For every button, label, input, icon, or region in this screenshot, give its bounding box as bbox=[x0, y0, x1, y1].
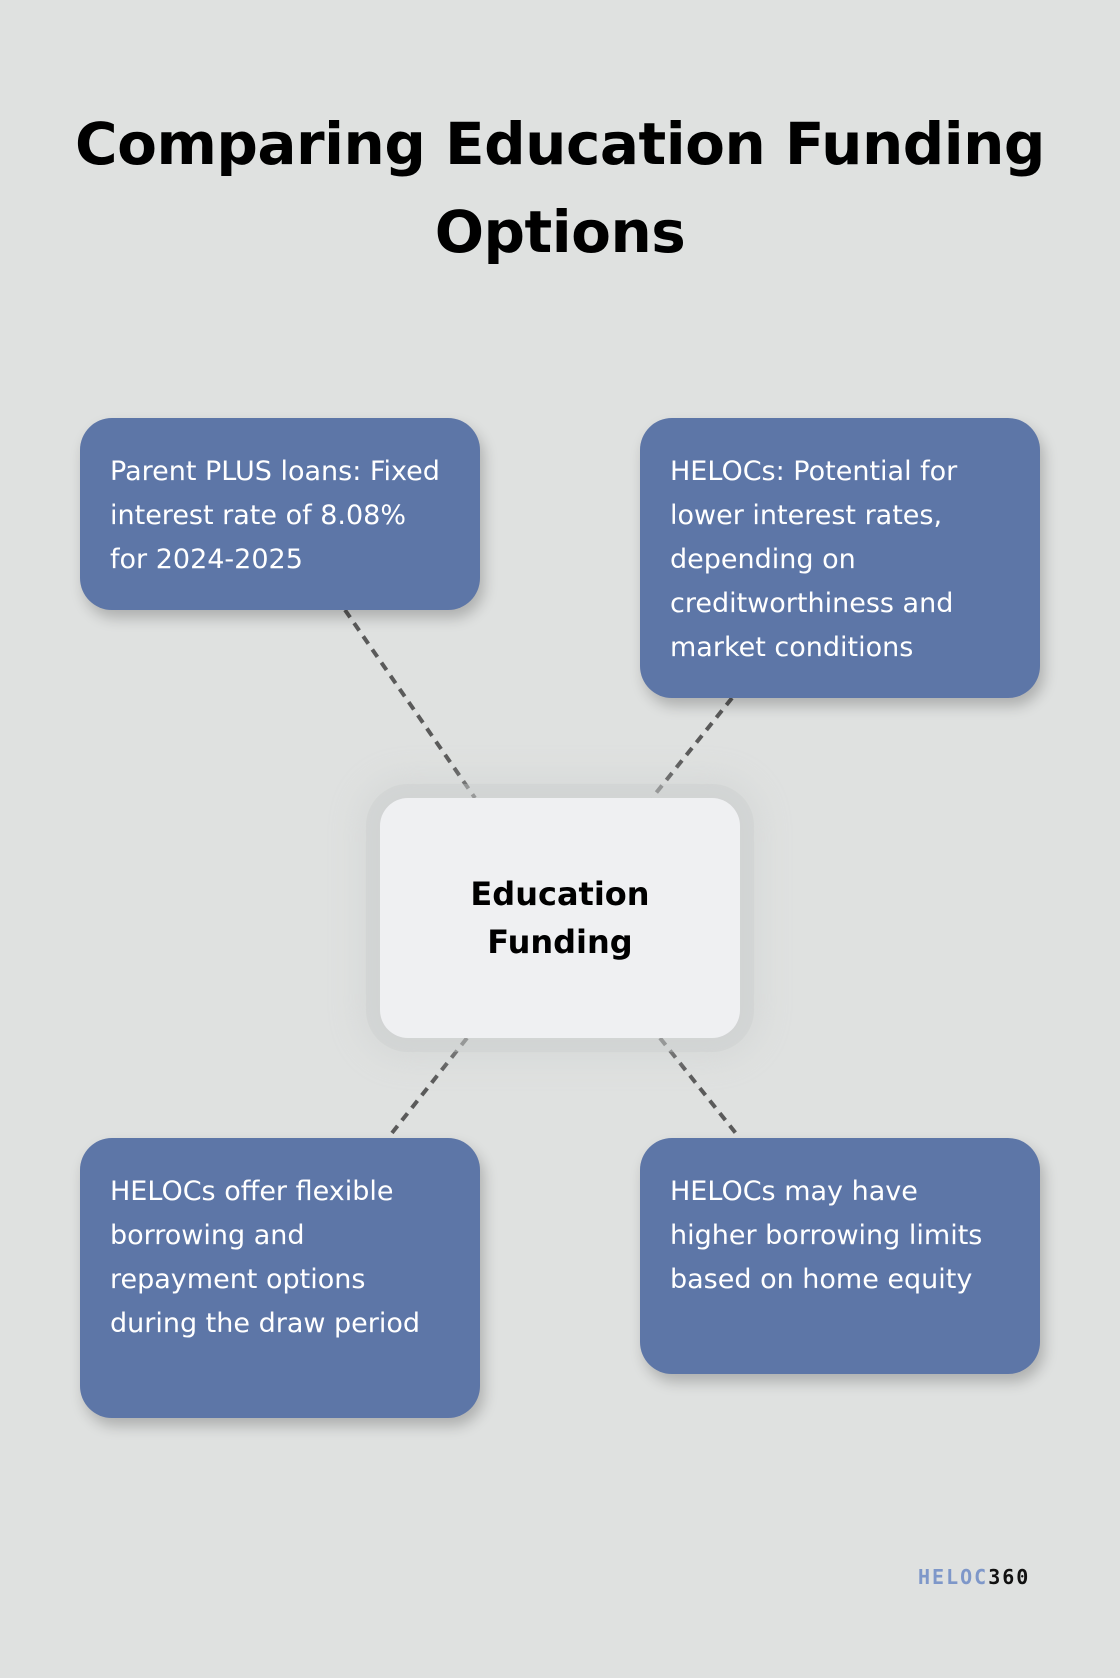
center-node-label: Education Funding bbox=[470, 875, 650, 961]
node-text: HELOCs may have higher borrowing limits … bbox=[670, 1176, 983, 1295]
node-text: HELOCs: Potential for lower interest rat… bbox=[670, 456, 958, 663]
logo-text-360: 360 bbox=[988, 1565, 1031, 1589]
node-heloc-higher-limits: HELOCs may have higher borrowing limits … bbox=[640, 1138, 1040, 1374]
node-heloc-lower-rates: HELOCs: Potential for lower interest rat… bbox=[640, 418, 1040, 698]
node-heloc-flexible-borrowing: HELOCs offer flexible borrowing and repa… bbox=[80, 1138, 480, 1418]
connector-top-right bbox=[650, 696, 734, 800]
node-parent-plus-loans: Parent PLUS loans: Fixed interest rate o… bbox=[80, 418, 480, 610]
logo-text-heloc: HELOC bbox=[918, 1565, 989, 1589]
connector-top-left bbox=[343, 608, 477, 800]
brand-logo: HELOC 360 bbox=[918, 1565, 1030, 1589]
connector-bottom-right bbox=[658, 1036, 740, 1138]
center-node: Education Funding bbox=[380, 798, 740, 1038]
page-title: Comparing Education Funding Options bbox=[75, 110, 1045, 266]
node-text: HELOCs offer flexible borrowing and repa… bbox=[110, 1176, 421, 1339]
node-text: Parent PLUS loans: Fixed interest rate o… bbox=[110, 456, 440, 575]
connector-bottom-left bbox=[386, 1036, 469, 1140]
